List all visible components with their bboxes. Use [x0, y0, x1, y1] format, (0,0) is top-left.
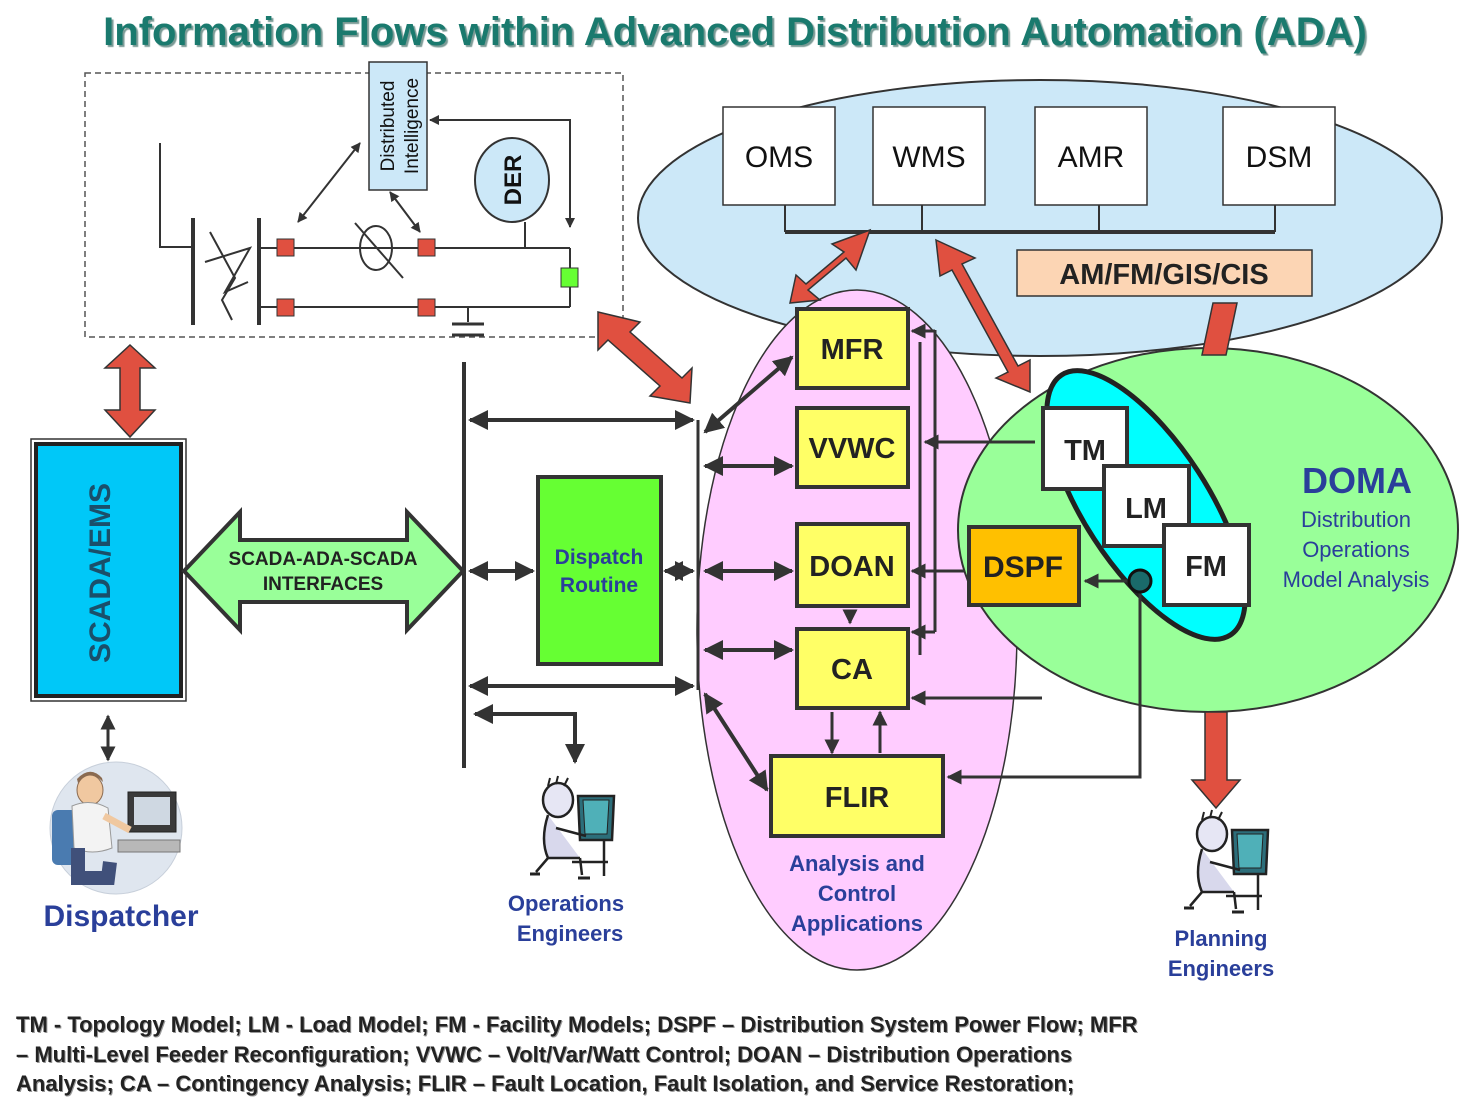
lm-label: LM — [1125, 493, 1167, 525]
analysis-applications: MFR VVWC DOAN CA FLIR Analysis and Contr… — [769, 307, 945, 936]
scada-ems-label: SCADA/EMS — [84, 483, 117, 663]
planning-line1: Planning — [1175, 926, 1268, 951]
dispatch-routine-box — [536, 475, 663, 666]
dispatch-line1: Dispatch — [555, 546, 644, 569]
field-dashed-frame — [84, 72, 624, 338]
vvwc-box — [795, 406, 910, 489]
doan-label: DOAN — [809, 551, 894, 583]
oms-box — [722, 106, 836, 206]
dspf-label: DSPF — [983, 551, 1063, 584]
tm-label: TM — [1064, 435, 1106, 467]
wms-box — [872, 106, 986, 206]
interfaces-line2: INTERFACES — [263, 574, 383, 595]
gis-box — [1016, 249, 1313, 297]
oms-label: OMS — [745, 141, 813, 174]
interfaces-line1: SCADA-ADA-SCADA — [229, 549, 418, 570]
doma-line3: Model Analysis — [1283, 567, 1430, 592]
vvwc-label: VVWC — [809, 433, 896, 465]
doma-planning-arrow — [1190, 711, 1242, 810]
doan-box — [795, 522, 910, 608]
operations-line1: Operations — [508, 891, 624, 916]
dispatch-line2: Routine — [560, 574, 638, 597]
dsm-label: DSM — [1246, 141, 1313, 174]
fm-label: FM — [1185, 551, 1227, 583]
analysis-caption-line3: Applications — [791, 911, 923, 936]
legend-line-3: Analysis; CA – Contingency Analysis; FLI… — [16, 1071, 1075, 1096]
fm-box — [1162, 523, 1251, 607]
bus-connectors — [100, 323, 1142, 792]
wms-mfr-arrow — [789, 228, 872, 304]
doma-title: DOMA — [1302, 460, 1412, 501]
distributed-label: Distributed — [378, 81, 399, 172]
analysis-caption-line2: Control — [818, 881, 896, 906]
field-ada-arrow — [597, 311, 693, 404]
dispatcher-figure — [49, 761, 183, 895]
models: TM LM FM — [1041, 406, 1251, 607]
model-junction-dot — [1127, 568, 1153, 594]
switch-markers — [276, 238, 579, 317]
diagram-title: Information Flows within Advanced Distri… — [103, 10, 1367, 54]
analysis-caption-line1: Analysis and — [789, 851, 925, 876]
scada-ems-box — [34, 442, 183, 698]
abbreviation-legend: TM - Topology Model; LM - Load Model; FM… — [16, 1010, 1316, 1099]
flir-label: FLIR — [825, 782, 889, 814]
gis-label: AM/FM/GIS/CIS — [1059, 259, 1268, 291]
doma-line1: Distribution — [1301, 507, 1411, 532]
legend-line-1: TM - Topology Model; LM - Load Model; FM… — [16, 1012, 1138, 1037]
doma-line2: Operations — [1302, 537, 1410, 562]
flir-box — [769, 754, 945, 838]
mfr-label: MFR — [821, 334, 884, 366]
dispatcher-label: Dispatcher — [43, 900, 198, 933]
operations-line2: Engineers — [517, 921, 623, 946]
distributed-intelligence-box — [368, 61, 428, 191]
mfr-box — [795, 307, 910, 390]
field-diagram: Distributed Intelligence DER — [84, 61, 624, 338]
operations-engineer-figure — [530, 775, 616, 880]
field-lines — [159, 115, 575, 337]
ca-label: CA — [831, 654, 873, 686]
wms-label: WMS — [892, 141, 965, 174]
planning-engineer-figure — [1184, 809, 1270, 914]
wms-doma-arrow — [935, 238, 1031, 394]
legend-line-2: – Multi-Level Feeder Reconfiguration; VV… — [16, 1041, 1073, 1067]
ca-box — [795, 627, 910, 710]
red-flow-arrows — [103, 228, 1242, 810]
dspf-box — [967, 525, 1081, 607]
intelligence-label: Intelligence — [402, 78, 423, 174]
amr-label: AMR — [1058, 141, 1125, 174]
amr-box — [1034, 106, 1148, 206]
planning-line2: Engineers — [1168, 956, 1274, 981]
dsm-box — [1222, 106, 1336, 206]
enterprise-systems: OMS WMS AMR DSM — [722, 106, 1336, 234]
gis-doma-connector — [1201, 302, 1238, 356]
der-label: DER — [500, 155, 527, 206]
field-scada-arrow — [103, 343, 157, 439]
scada-ada-interface-arrow — [181, 506, 466, 636]
